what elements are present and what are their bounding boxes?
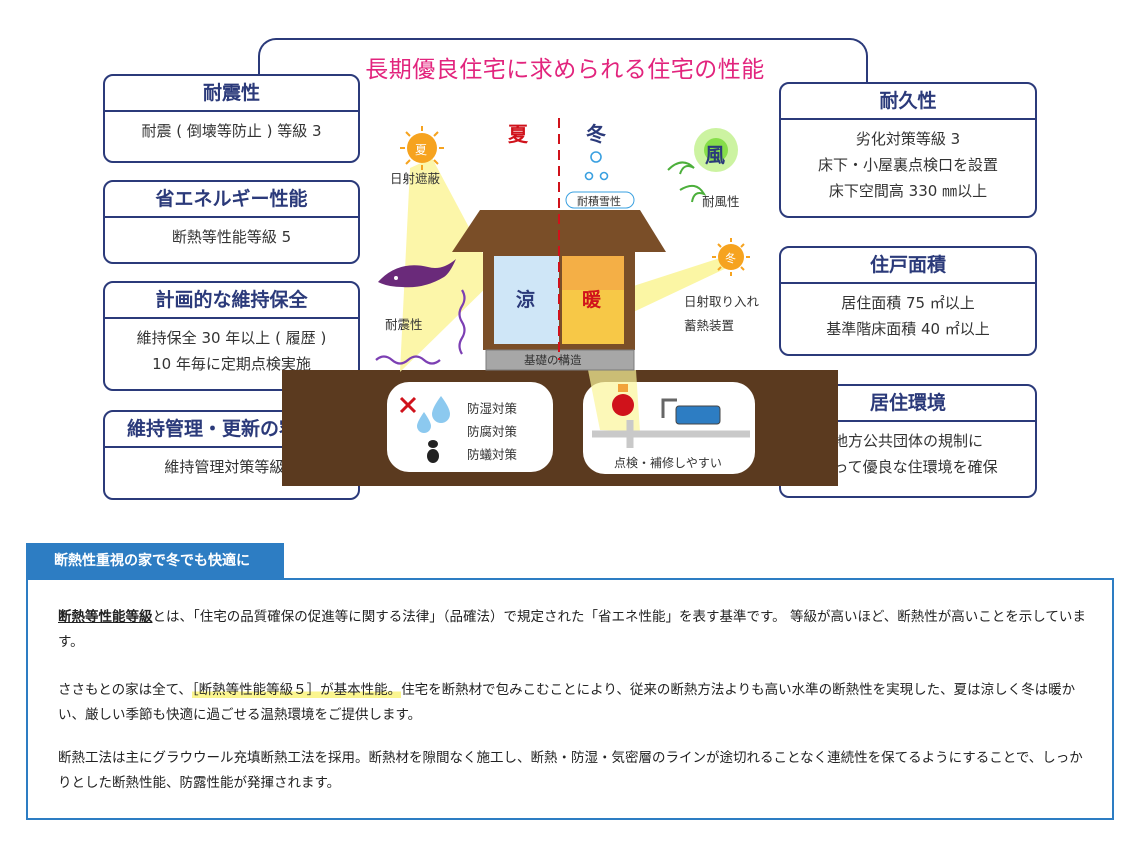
- section-panel: [26, 578, 1114, 820]
- paragraph-2: ささもとの家は全て、［断熱等性能等級５］が基本性能。住宅を断熱材で包みこむことに…: [58, 678, 1088, 728]
- winter-sun-label: 冬: [725, 252, 736, 265]
- card-title: 省エネルギー性能: [105, 182, 358, 218]
- water-drop-icon: [432, 396, 450, 423]
- no-moisture-icon: [399, 396, 417, 414]
- paragraph-3: 断熱工法は主にグラウウール充填断熱工法を採用。断熱材を隙間なく施工し、断熱・防湿…: [58, 750, 1083, 791]
- diagram-title: 長期優良住宅に求められる住宅の性能: [365, 57, 765, 83]
- wind-label: 風: [705, 143, 725, 167]
- winter-sunlight-beam: [615, 258, 735, 316]
- termite-measure-label: 防蟻対策: [467, 447, 518, 462]
- snow-load-pill: [565, 191, 635, 209]
- bathtub-icon: [675, 405, 721, 425]
- summer-label: 夏: [508, 122, 528, 146]
- card-line: 維持管理対策等級 3: [164, 458, 299, 476]
- seismic-label: 耐震性: [385, 317, 423, 332]
- snow-resistance-label: 耐積雪性: [577, 195, 621, 208]
- card-durability: 耐久性 劣化対策等級 3 床下・小屋裏点検口を設置 床下空間高 330 ㎜以上: [779, 82, 1037, 218]
- solar-gain-label: 日射取り入れ: [684, 294, 760, 309]
- rot-measure-label: 防腐対策: [467, 424, 518, 439]
- warm-label: 暖: [582, 289, 602, 311]
- card-line: 地方公共団体の規制に: [832, 432, 983, 450]
- paragraph-1: 断熱等性能等級とは、「住宅の品質確保の促進等に関する法律」（品確法）で規定された…: [58, 605, 1088, 655]
- paragraph-2-text: 住宅を断熱材で包みこむことにより、従来の断熱方法よりも高い水準の断熱性を実現した…: [58, 682, 1076, 723]
- card-line: 居住面積 75 ㎡以上: [841, 294, 975, 312]
- card-title: 住戸面積: [781, 248, 1035, 284]
- winter-sun-icon: [712, 238, 750, 276]
- worker-icon: [612, 384, 634, 416]
- paragraph-2-highlight: ［断熱等性能等級５］が基本性能。: [191, 682, 402, 698]
- card-line: 劣化対策等級 3: [855, 130, 961, 148]
- card-line: 耐震 ( 倒壊等防止 ) 等級 3: [141, 122, 322, 140]
- snow-icon: [584, 151, 609, 181]
- underfloor-measures-box: [387, 382, 553, 472]
- cool-room: [494, 256, 559, 344]
- seismic-wave: [458, 289, 466, 355]
- winter-label: 冬: [586, 122, 606, 146]
- card-energy: 省エネルギー性能 断熱等性能等級 5: [103, 180, 360, 264]
- summer-sun-icon: [400, 126, 444, 170]
- term-link: 断熱等性能等級: [58, 609, 153, 625]
- wind-icon: [667, 128, 738, 203]
- card-title: 計画的な維持保全: [105, 283, 358, 319]
- card-title: 耐久性: [781, 84, 1035, 120]
- paragraph-2-lead: ささもとの家は全て、: [58, 682, 192, 698]
- section-tab: 断熱性重視の家で冬でも快適に: [26, 543, 284, 579]
- card-line: 床下空間高 330 ㎜以上: [828, 182, 988, 200]
- heat-storage-label: 蓄熱装置: [684, 318, 735, 333]
- card-title: 居住環境: [781, 386, 1035, 422]
- cool-label: 涼: [516, 289, 536, 311]
- card-line: 維持保全 30 年以上 ( 履歴 ): [136, 329, 327, 347]
- sun-shading-label: 日射遮蔽: [390, 171, 441, 186]
- moisture-measure-label: 防湿対策: [467, 401, 518, 416]
- wind-resistance-label: 耐風性: [702, 194, 740, 209]
- card-line: 床下・小屋裏点検口を設置: [817, 156, 998, 174]
- card-seismic: 耐震性 耐震 ( 倒壊等防止 ) 等級 3: [103, 74, 360, 163]
- maintenance-label: 点検・補修しやすい: [614, 456, 722, 470]
- paragraph-1-text: とは、「住宅の品質確保の促進等に関する法律」（品確法）で規定された「省エネ性能」…: [58, 609, 1086, 650]
- house-illustration: [375, 118, 750, 463]
- card-line: 断熱等性能等級 5: [171, 228, 292, 246]
- card-floor-area: 住戸面積 居住面積 75 ㎡以上 基準階床面積 40 ㎡以上: [779, 246, 1037, 356]
- summer-sun-label: 夏: [415, 143, 428, 157]
- card-line: 沿って優良な住環境を確保: [818, 458, 998, 476]
- card-title: 耐震性: [105, 76, 358, 112]
- termite-icon: [427, 440, 439, 463]
- foundation-label: 基礎の構造: [524, 353, 582, 367]
- catfish-icon: [378, 259, 456, 288]
- card-line: 10 年毎に定期点検実施: [152, 355, 311, 373]
- pipe-icon: [592, 420, 750, 448]
- card-line: 基準階床面積 40 ㎡以上: [826, 320, 990, 338]
